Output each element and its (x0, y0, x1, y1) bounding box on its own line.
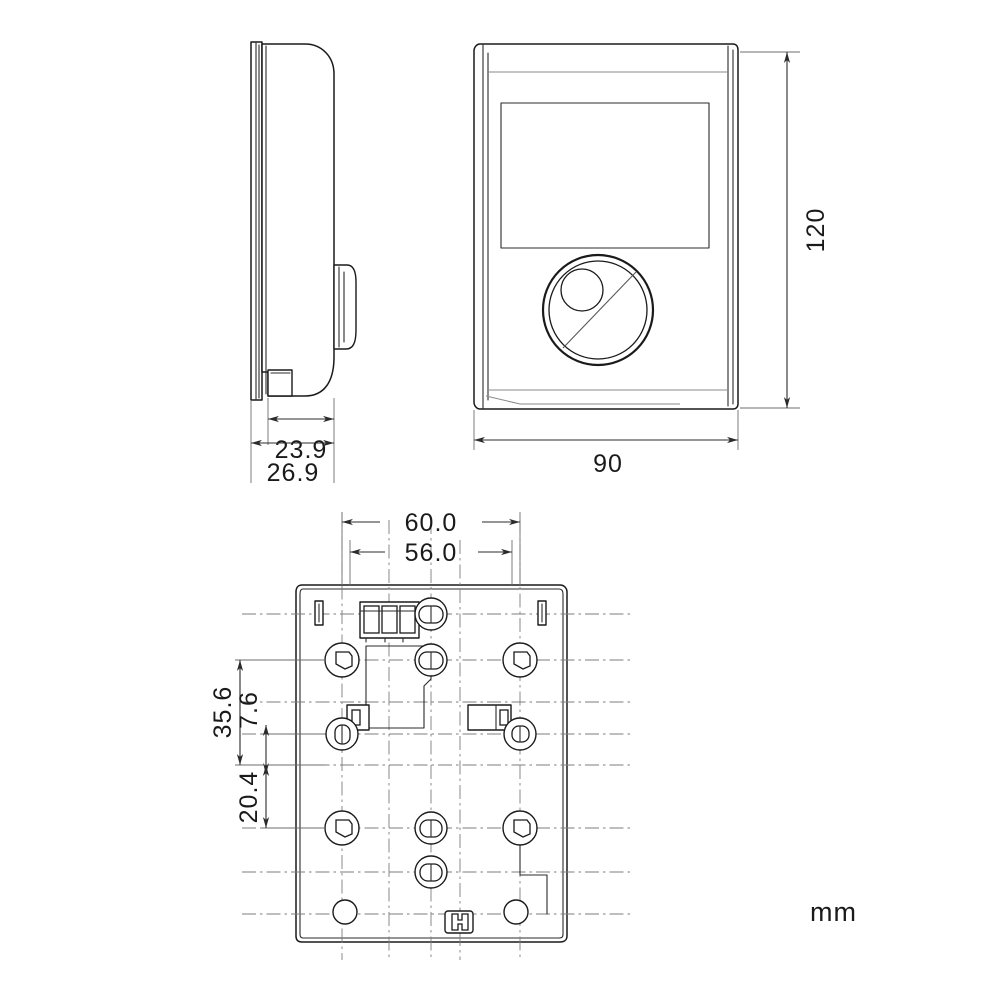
dim-depth-body: 23.9 (267, 398, 335, 464)
dim-label-height: 120 (802, 208, 830, 253)
dim-offset-lower: 20.4 (235, 764, 325, 829)
dim-height: 120 (740, 51, 830, 409)
terminal-block-3pos (359, 601, 420, 643)
dim-label-depth-total: 26.9 (267, 459, 320, 487)
dim-label-offset-lower: 20.4 (235, 771, 263, 824)
side-view: 23.9 26.9 (250, 41, 357, 487)
side-view-body (261, 43, 335, 397)
dim-label-offset-mid: 7.6 (235, 691, 263, 729)
dim-depth-total: 26.9 (250, 400, 335, 487)
side-view-wall-plate (250, 41, 263, 401)
display-window (500, 102, 710, 249)
back-plate-outline (295, 584, 568, 943)
mounting-hole-mid-right (503, 717, 537, 751)
mounting-hole-center-top-1 (414, 597, 448, 631)
right-clip-slot (467, 704, 512, 731)
unit-label: mm (810, 897, 857, 927)
dim-offset-mid: 7.6 (235, 691, 325, 774)
dim-width: 90 (473, 410, 739, 478)
mounting-hole-bottom-right (503, 899, 529, 925)
dim-label-hole-span-inner: 56.0 (405, 539, 458, 567)
mounting-hole-center-bottom-1 (414, 811, 448, 845)
back-plate-view: 60.0 56.0 35.6 7.6 20 (209, 509, 630, 960)
front-view: 120 90 (473, 43, 830, 478)
dim-label-hole-span-outer: 60.0 (405, 509, 458, 537)
dim-hole-span-outer: 60.0 (341, 509, 521, 585)
front-view-housing (473, 43, 739, 410)
dim-label-width: 90 (593, 450, 623, 478)
top-retention-slots (314, 600, 547, 626)
rotary-dial (541, 253, 655, 367)
dim-label-offset-upper: 35.6 (209, 686, 237, 739)
side-view-knob (333, 264, 357, 350)
dial-indicator-dot (560, 268, 604, 312)
dim-offset-upper: 35.6 (209, 659, 325, 766)
mounting-hole-upper-left (324, 642, 360, 678)
mounting-hole-bottom-left (332, 899, 358, 925)
mounting-hole-mid-left (325, 717, 359, 751)
mounting-hole-center-top-2 (414, 643, 448, 677)
mounting-hole-lower-right (502, 810, 538, 846)
bottom-center-clip (444, 910, 474, 934)
mounting-hole-upper-right (502, 642, 538, 678)
dim-hole-span-inner: 56.0 (349, 539, 513, 585)
mounting-hole-center-bottom-2 (414, 855, 448, 889)
mounting-hole-lower-left (324, 810, 360, 846)
